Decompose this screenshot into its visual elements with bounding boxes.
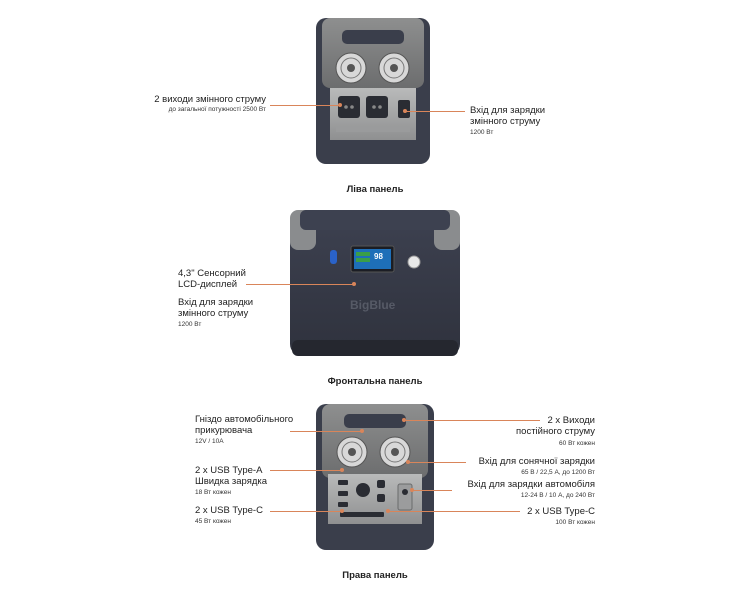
ac-outputs-label: 2 виходи змінного струму <box>154 94 266 105</box>
ac-input-label: Вхід для зарядки <box>470 105 546 116</box>
callout-dot <box>338 103 342 107</box>
callout-line <box>405 111 465 112</box>
callout-line <box>270 511 342 512</box>
fan-icon <box>378 52 410 84</box>
ac-input-label-2: змінного струму <box>470 116 541 127</box>
fan-icon <box>379 436 411 468</box>
callout-line <box>404 420 540 421</box>
left-panel-caption: Ліва панель <box>346 184 404 195</box>
callout-line <box>290 431 362 432</box>
dc-outputs-detail: 60 Вт кожен <box>559 440 595 447</box>
car-socket-label-2: прикурювача <box>195 425 253 436</box>
fan-icon <box>335 52 367 84</box>
usb-a-label: 2 x USB Type-A <box>195 465 263 476</box>
callout-dot <box>406 460 410 464</box>
front-panel-caption: Фронтальна панель <box>327 376 423 387</box>
callout-line <box>270 105 340 106</box>
callout-line <box>270 470 342 471</box>
callout-line <box>246 284 354 285</box>
callout-line <box>408 462 466 463</box>
fan-icon <box>336 436 368 468</box>
callout-dot <box>340 509 344 513</box>
right-panel-caption: Права панель <box>342 570 408 581</box>
usb-c-right-label: 2 x USB Type-C <box>527 506 595 517</box>
solar-input-label: Вхід для сонячної зарядки <box>478 456 595 467</box>
dc-outputs-label: 2 x Виходи <box>547 415 595 426</box>
car-socket-detail: 12V / 10A <box>195 438 224 445</box>
car-input-detail: 12-24 В / 10 А, до 240 Вт <box>520 492 595 499</box>
callout-dot <box>340 468 344 472</box>
usb-a-detail: 18 Вт кожен <box>195 489 231 496</box>
solar-input-detail: 65 В / 22,5 А, до 1200 Вт <box>521 469 595 476</box>
right-panel-device <box>316 404 434 550</box>
usb-a-label-2: Швидка зарядка <box>195 476 268 487</box>
callout-line <box>388 511 520 512</box>
usb-c-left-label: 2 x USB Type-C <box>195 505 263 516</box>
car-input-label: Вхід для зарядки автомобіля <box>467 479 595 490</box>
usb-c-left-detail: 45 Вт кожен <box>195 518 231 525</box>
front-panel-device <box>290 210 460 356</box>
brand-logo: BigBlue <box>350 298 396 312</box>
dc-outputs-label-2: постійного струму <box>516 426 595 437</box>
callout-line <box>412 490 452 491</box>
car-socket-label: Гніздо автомобільного <box>195 414 294 425</box>
front-ac-input-label-2: змінного струму <box>178 308 249 319</box>
callout-dot <box>402 418 406 422</box>
callout-dot <box>410 488 414 492</box>
ac-input-detail: 1200 Вт <box>470 129 494 136</box>
front-ac-input-label: Вхід для зарядки <box>178 297 254 308</box>
callout-dot <box>360 429 364 433</box>
usb-c-right-detail: 100 Вт кожен <box>555 519 595 526</box>
callout-dot <box>386 509 390 513</box>
lcd-label-2: LCD-дисплей <box>178 279 238 290</box>
callout-dot <box>352 282 356 286</box>
callout-dot <box>403 109 407 113</box>
left-panel-device <box>316 18 430 164</box>
front-ac-input-detail: 1200 Вт <box>178 321 202 328</box>
ac-outputs-detail: до загальної потужності 2500 Вт <box>168 106 266 113</box>
display-value: 98 <box>374 252 383 261</box>
lcd-label: 4,3" Сенсорний <box>178 268 246 279</box>
